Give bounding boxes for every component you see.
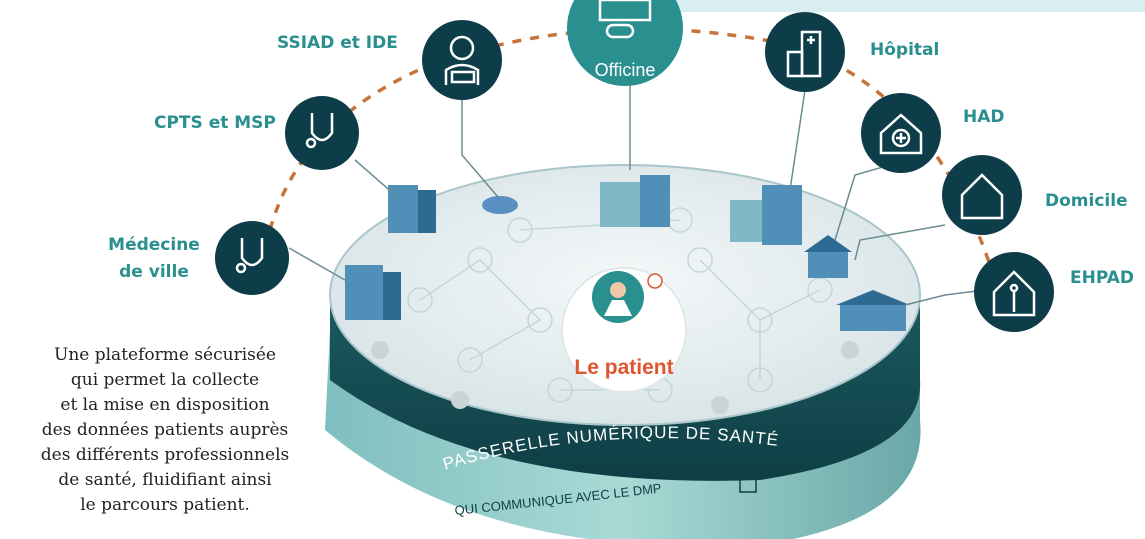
building-domicile: [804, 235, 852, 278]
node-had: [861, 93, 941, 173]
network-grid: [407, 207, 833, 403]
label-ssiad: SSIAD et IDE: [277, 33, 398, 53]
label-medecine-line1: Médecine: [108, 235, 200, 255]
stethoscope-icon: [305, 113, 334, 149]
label-domicile: Domicile: [1045, 191, 1128, 211]
node-domicile: [942, 155, 1022, 235]
description-line: des données patients auprès: [41, 420, 289, 440]
building-officine: [600, 175, 670, 227]
elderly-home-icon: [992, 270, 1036, 317]
node-cpts: [285, 96, 359, 170]
node-ehpad: [974, 252, 1054, 332]
description-line: de santé, fluidifiant ainsi: [58, 470, 272, 490]
center-patient: Le patient: [561, 267, 687, 393]
label-had: HAD: [963, 107, 1005, 127]
stethoscope-icon: [235, 238, 264, 274]
description: Une plateforme sécurisée qui permet la c…: [20, 343, 310, 518]
center-label: Le patient: [574, 356, 673, 379]
node-medecine: [215, 221, 289, 295]
description-line: Une plateforme sécurisée: [54, 345, 276, 365]
node-hopital: [765, 12, 845, 92]
label-cpts: CPTS et MSP: [154, 113, 276, 133]
home-health-icon: [879, 113, 923, 155]
dmp-logo-icon: [739, 477, 757, 493]
description-line: des différents professionnels: [40, 445, 290, 465]
connectors: [288, 75, 986, 306]
pharmacy-icon: [598, 0, 652, 39]
platform-dots: [371, 341, 859, 414]
node-label-officine: Officine: [595, 60, 656, 80]
building-hopital: [730, 185, 802, 245]
house-icon: [960, 173, 1004, 220]
hospital-icon: [786, 30, 822, 78]
node-ssiad: [422, 20, 502, 100]
building-cpts: [388, 185, 436, 233]
label-ehpad: EHPAD: [1070, 268, 1135, 288]
node-officine: Officine: [567, 0, 683, 86]
patient-icon: [592, 271, 663, 323]
nurse-icon: [444, 35, 480, 85]
building-medecine: [345, 265, 401, 320]
description-line: qui permet la collecte: [70, 370, 260, 390]
building-ehpad: [836, 290, 910, 331]
top-banner: [655, 0, 1145, 12]
description-line: le parcours patient.: [80, 495, 250, 515]
label-hopital: Hôpital: [870, 40, 940, 60]
car-icon: [482, 196, 518, 214]
description-line: et la mise en disposition: [60, 395, 270, 415]
label-medecine-line2: de ville: [119, 262, 189, 282]
buildings: [345, 175, 910, 331]
